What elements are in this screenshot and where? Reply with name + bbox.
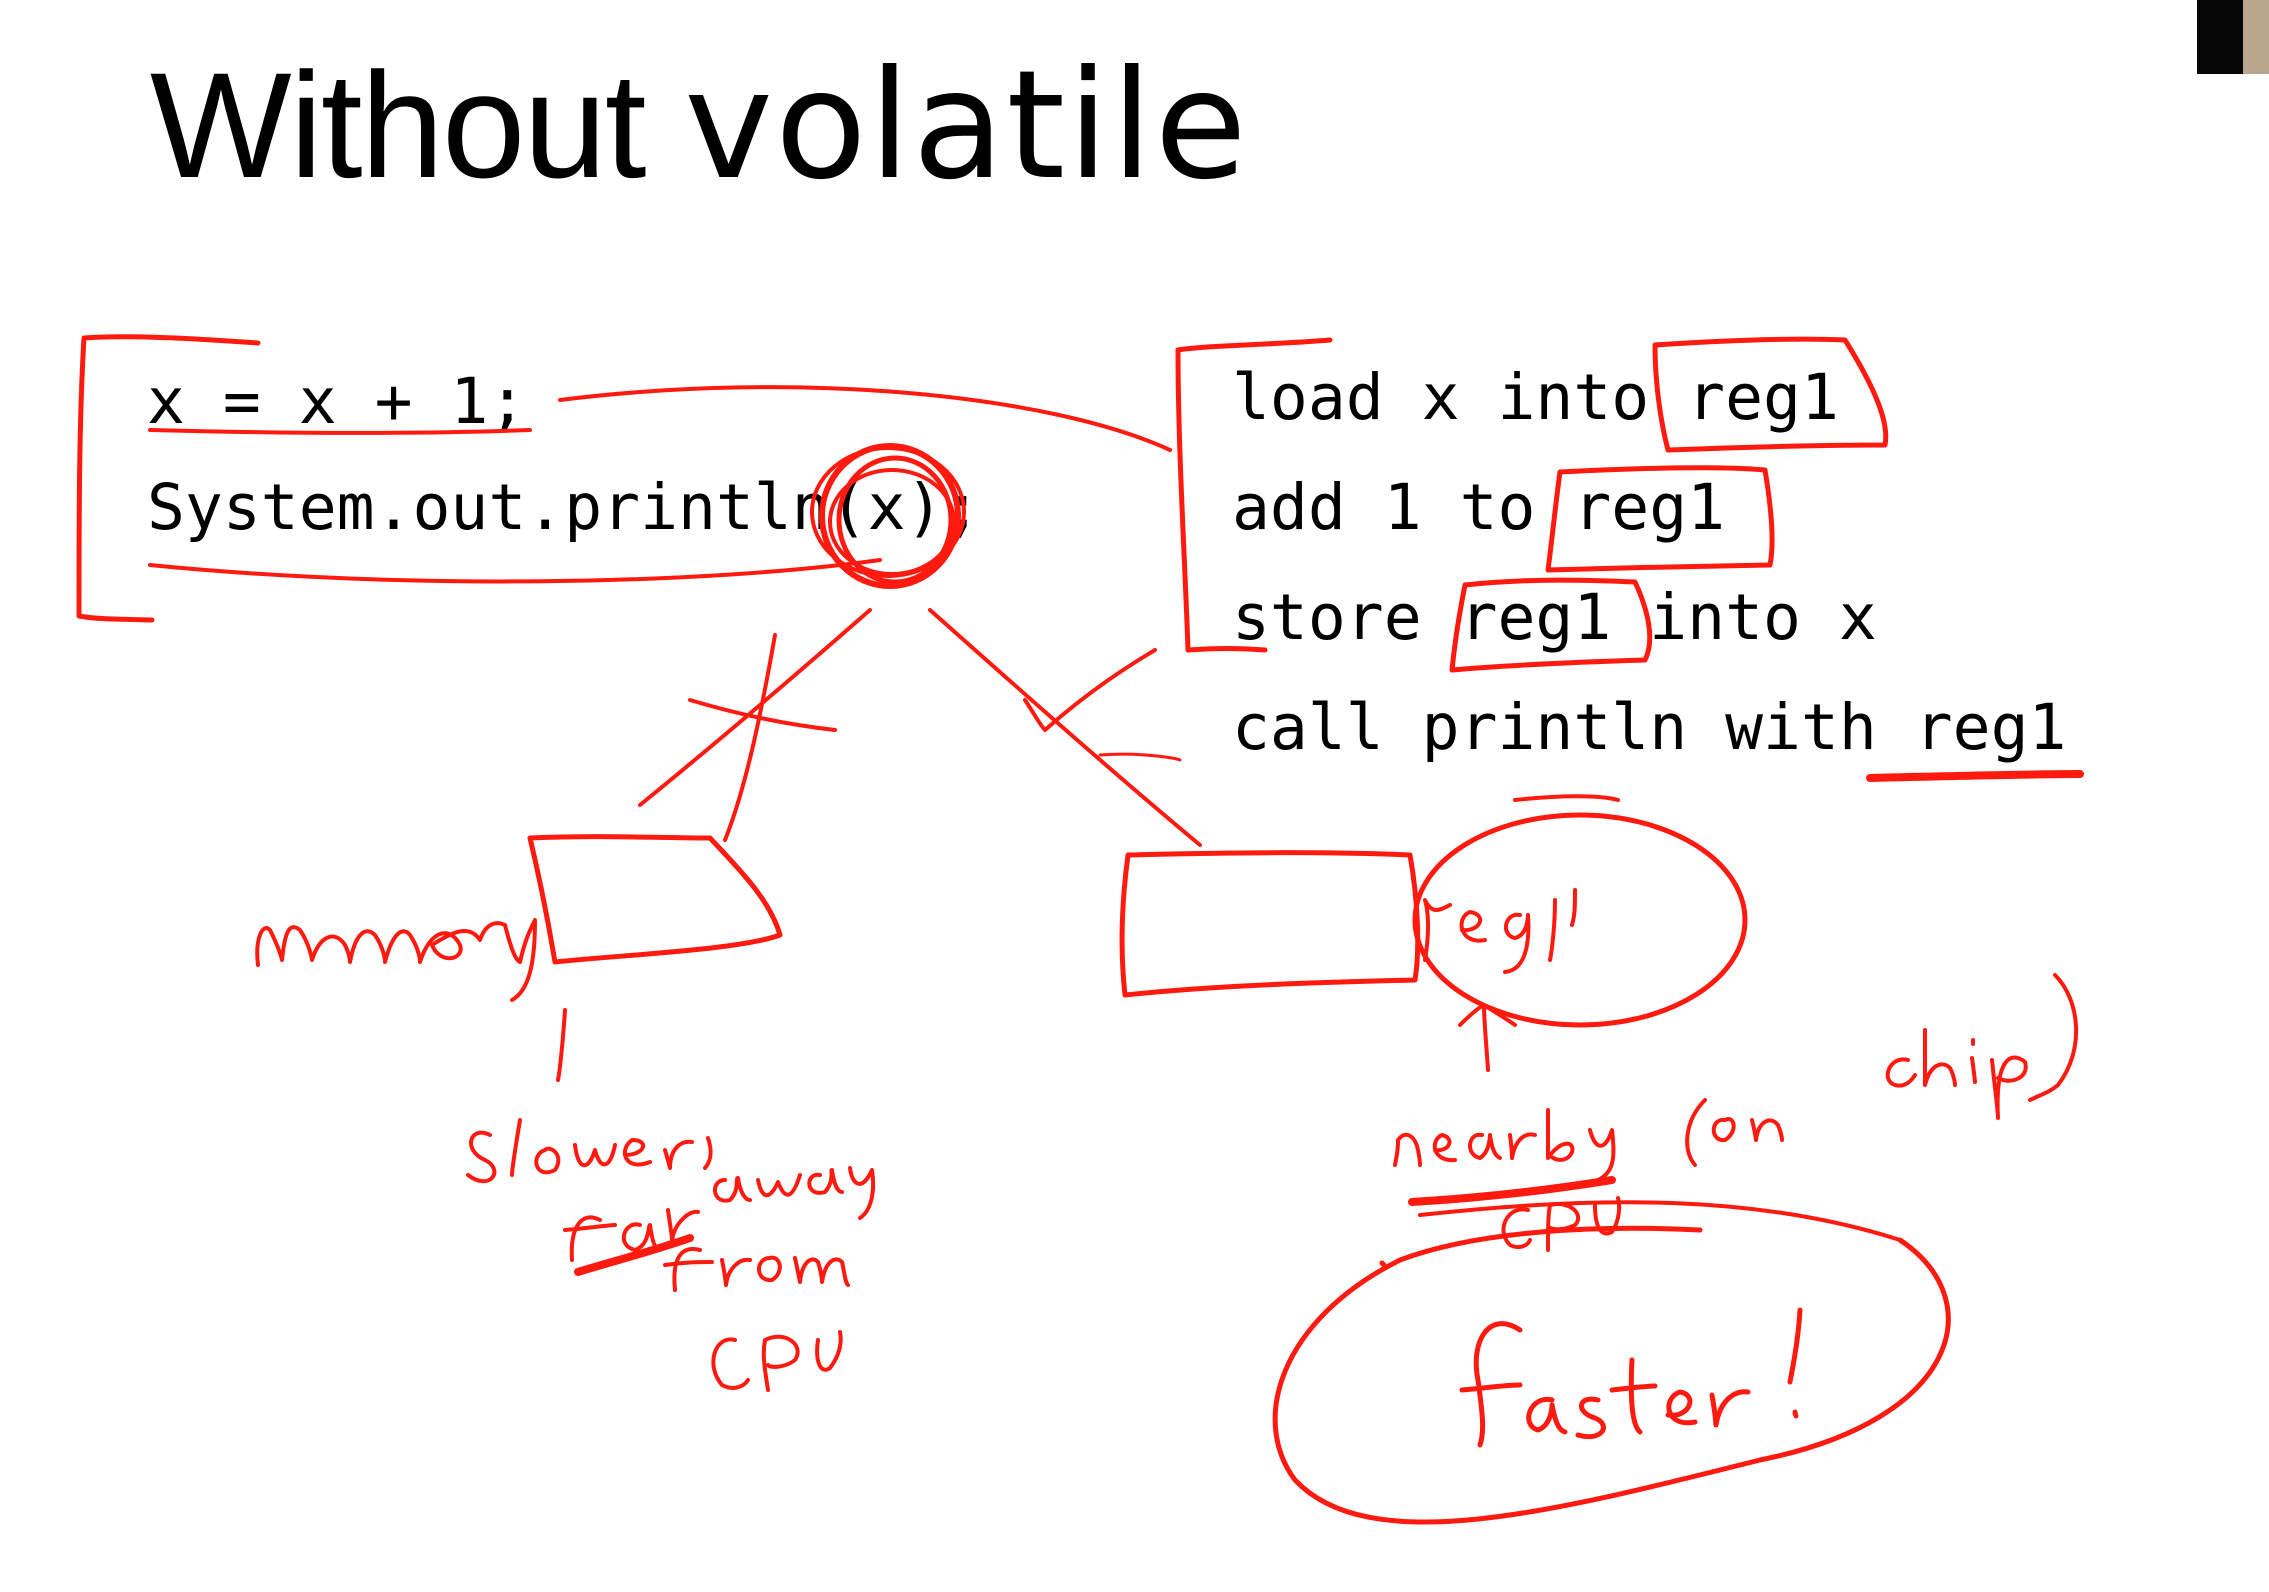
webcam-person [2243,0,2269,74]
underline-println [148,558,882,584]
cross-mark-b [688,698,837,732]
faster-circle [1272,1225,1951,1525]
line-to-register [928,608,1202,847]
text-slower [466,1118,713,1184]
source-line-increment: x = x + 1; [147,365,527,438]
text-cpu-left [711,1330,843,1392]
text-nearby [1393,1108,1616,1182]
strike-far [574,1234,694,1276]
connector-line [558,385,1172,452]
register-box [1119,850,1421,998]
memory-down-line [556,1008,567,1082]
text-from [663,1247,850,1292]
title-text: Without [150,41,685,209]
check-mark [1023,648,1157,732]
underline-reg1-call [1866,770,2084,782]
source-line-println: System.out.println(x); [147,471,982,544]
webcam-thumbnail [2197,0,2269,74]
instruction-store: store reg1 into x [1232,581,1877,654]
strike-cpu [1418,1200,1902,1242]
memory-box [527,834,783,965]
line-to-memory [638,608,872,807]
reg1-circle [1412,812,1748,1028]
text-far-away [563,1166,876,1262]
reg1-label [1423,888,1577,974]
cross-mark-a [723,633,777,842]
instruction-call: call println with reg1 [1232,691,2067,764]
memory-label [255,918,537,1002]
text-cpu-right [1501,1196,1622,1252]
instruction-add: add 1 to reg1 [1232,471,1726,544]
underline-nearby [1408,1176,1616,1206]
slide-title: Without volatile [150,50,1249,201]
text-faster [1459,1307,1803,1448]
nearby-arrow [1458,1003,1517,1072]
title-keyword: volatile [684,39,1249,213]
instruction-load: load x into reg1 [1232,361,1839,434]
text-chip [1885,973,2078,1120]
text-on-chip-paren [1685,1098,1784,1167]
